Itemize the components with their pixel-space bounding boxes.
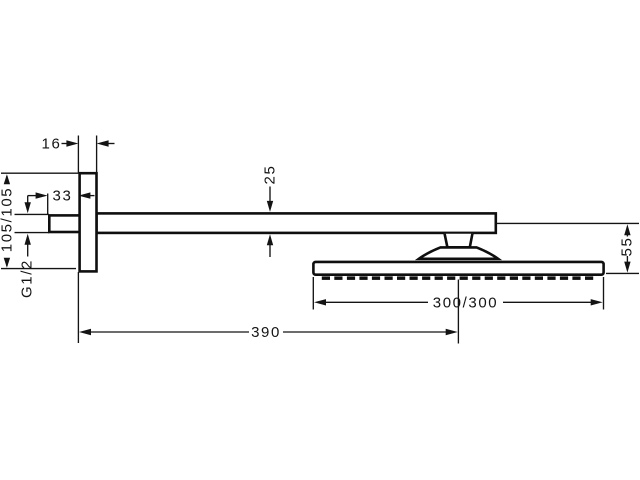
- nozzle: [359, 276, 368, 280]
- nozzle: [547, 276, 556, 280]
- dim-105-arrow-bottom: [3, 257, 11, 268]
- dim-thread-arrow-up: [24, 233, 31, 245]
- dim-thread-arrow-down: [24, 202, 31, 214]
- label-wall-plate-thickness: 16: [42, 136, 62, 153]
- nozzle: [534, 276, 543, 280]
- dim-300-arrow-right: [590, 299, 603, 306]
- shower-head: [312, 260, 605, 276]
- label-head-size: 300/300: [433, 294, 498, 311]
- nozzle: [497, 276, 506, 280]
- label-arm-thickness: 25: [261, 165, 278, 185]
- nozzle: [484, 276, 493, 280]
- ball-joint-neck: [443, 233, 474, 249]
- nozzle: [522, 276, 531, 280]
- label-wall-plate-height: 105/105: [0, 187, 16, 252]
- shower-arm: [95, 212, 498, 235]
- dim-25-arrow-up: [266, 234, 274, 246]
- label-head-height: 55: [619, 237, 636, 257]
- dim-55-arrow-up: [624, 224, 631, 236]
- nozzle: [397, 276, 406, 280]
- label-stub-length: 33: [53, 188, 73, 205]
- nozzle: [434, 276, 443, 280]
- nozzle: [572, 276, 581, 280]
- nozzle: [559, 276, 569, 280]
- wall-plate: [78, 171, 98, 273]
- nozzle: [334, 276, 343, 280]
- object-outlines: [47, 171, 605, 280]
- dim-16-arrow-right: [96, 140, 109, 147]
- nozzle: [585, 276, 594, 280]
- nozzle: [422, 276, 431, 280]
- label-arm-projection: 390: [251, 324, 281, 341]
- dim-390-arrow-left: [79, 328, 91, 336]
- nozzle: [509, 276, 518, 280]
- dim-33-arrow-right: [78, 192, 91, 199]
- ball-joint-skirt: [414, 246, 503, 261]
- dim-55-arrow-down: [624, 261, 631, 273]
- dim-33-arrow-left: [35, 192, 48, 199]
- dim-16-arrow-left: [66, 140, 79, 147]
- dimension-labels: 16 33 105/105 G1/2 25 55 300/300 390: [0, 136, 636, 342]
- nozzle: [346, 276, 356, 280]
- nozzle: [447, 276, 456, 280]
- nozzle: [384, 276, 393, 280]
- dim-25-arrow-down: [266, 200, 274, 212]
- spray-nozzles: [321, 276, 594, 280]
- dimension-lines: [3, 140, 631, 336]
- nozzle: [472, 276, 481, 280]
- nozzle: [459, 276, 468, 280]
- dim-390-arrow-right: [445, 328, 458, 336]
- label-connection-thread: G1/2: [18, 259, 35, 298]
- supply-stub: [47, 214, 82, 234]
- nozzle: [321, 276, 330, 280]
- extension-lines: [1, 135, 639, 344]
- dim-105-arrow-top: [3, 174, 11, 185]
- nozzle: [371, 276, 381, 280]
- nozzle: [409, 276, 418, 280]
- dim-300-arrow-left: [314, 299, 326, 306]
